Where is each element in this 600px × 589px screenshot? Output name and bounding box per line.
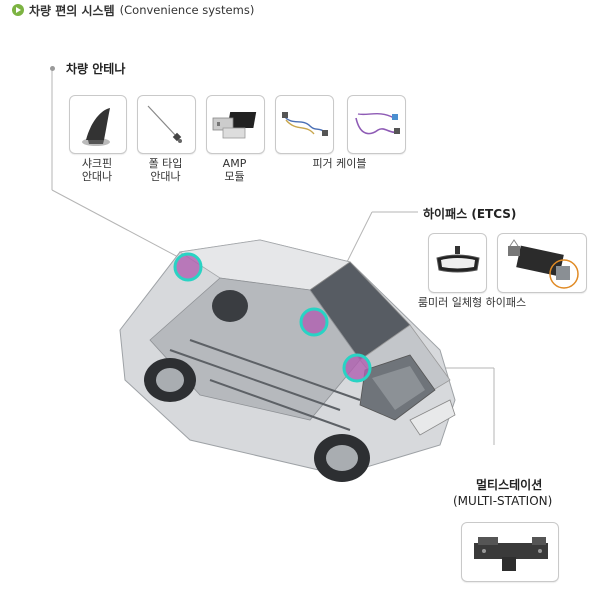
caption-line: 안대나 [150, 170, 181, 183]
section-dot [50, 66, 55, 71]
antenna-caption-2: 폴 타입 안대나 [137, 157, 194, 183]
amp-module-thumb[interactable] [206, 95, 265, 154]
pigtail-cable-thumb-1[interactable] [275, 95, 334, 154]
caption-line: 샤크핀 [81, 157, 113, 170]
caption-line: AMP [222, 157, 247, 170]
multistation-highlight [342, 353, 372, 383]
pigtail-cable-icon [282, 112, 328, 136]
antenna-caption-1: 샤크핀 안대나 [69, 157, 125, 183]
pole-antenna-thumb[interactable] [137, 95, 196, 154]
shark-fin-antenna-thumb[interactable] [69, 95, 127, 154]
caption-line: 안대나 [81, 170, 113, 183]
multistation-title-line1: 멀티스테이션 [476, 478, 543, 492]
pigtail-cable-thumb-2[interactable] [347, 95, 406, 154]
shark-fin-antenna-icon [82, 108, 110, 146]
hipass-module-thumb[interactable] [497, 233, 587, 293]
hipass-caption: 룸미러 일체형 하이패스 [417, 296, 527, 309]
multistation-title-line2: (MULTI-STATION) [453, 494, 553, 508]
page-header: 차량 편의 시스템 (Convenience systems) [12, 2, 254, 18]
multistation-thumb[interactable] [461, 522, 559, 582]
multi-station-module-icon [474, 537, 548, 571]
antenna-caption-4: 피거 케이블 [275, 157, 404, 170]
green-arrow-bullet-icon [12, 4, 24, 16]
hipass-section-title: 하이패스 (ETCS) [423, 207, 517, 221]
pole-antenna-icon [147, 105, 182, 143]
antenna-section-title: 차량 안테나 [66, 62, 126, 76]
amp-module-icon [212, 112, 257, 139]
car-cutaway-illustration [119, 239, 456, 482]
caption-line: 모듈 [224, 170, 245, 183]
room-mirror-thumb[interactable] [428, 233, 487, 293]
header-subtitle: (Convenience systems) [119, 3, 255, 17]
pigtail-cable-icon-2 [355, 113, 400, 135]
caption-line: 폴 타입 [148, 157, 183, 170]
caption-line: 피거 케이블 [312, 157, 367, 170]
antenna-caption-3: AMP 모듈 [206, 157, 263, 183]
antenna-highlight [173, 252, 203, 282]
hipass-module-icon [508, 239, 579, 289]
room-mirror-icon [436, 246, 480, 273]
header-title: 차량 편의 시스템 [29, 3, 115, 18]
hipass-highlight [299, 307, 329, 337]
